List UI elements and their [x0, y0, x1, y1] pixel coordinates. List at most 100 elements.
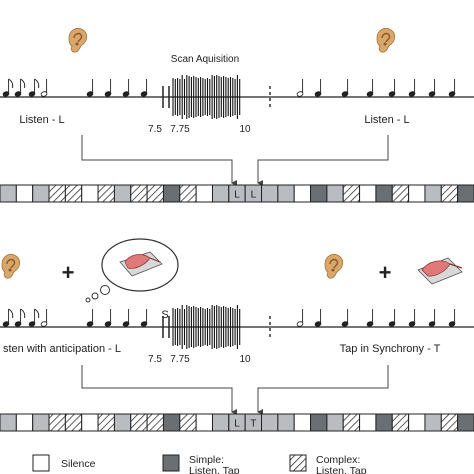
- labeled-sequence-block: [244, 413, 263, 432]
- music-note-icon: [104, 79, 112, 97]
- music-note-icon: [366, 79, 374, 97]
- ear-icon: [1, 253, 21, 279]
- music-note-icon: [448, 79, 456, 97]
- legend: Silence Simple: Listen, Tap Complex: Lis…: [32, 454, 367, 474]
- music-note-icon: [366, 309, 374, 327]
- music-note-icon: [86, 79, 94, 97]
- sequence-block: [48, 413, 66, 432]
- sequence-block: [326, 413, 344, 432]
- tick-label: 7.5: [148, 354, 162, 365]
- music-note-icon: [86, 309, 94, 327]
- plus-symbol: +: [379, 260, 392, 285]
- music-note-icon: [140, 79, 148, 97]
- music-note-icon: [2, 308, 14, 327]
- music-note-icon: [341, 79, 349, 97]
- connector-arrow: [257, 365, 389, 415]
- sequence-block: [342, 184, 361, 203]
- sequence-block: [81, 184, 99, 203]
- connector-arrow: [81, 365, 237, 415]
- music-note-icon: [14, 78, 26, 97]
- music-note-icon: [28, 78, 40, 97]
- sequence-block: [15, 184, 34, 203]
- sequence-block: [195, 184, 213, 203]
- music-note-icon: [314, 309, 322, 327]
- sequence-block-label: L: [251, 190, 257, 201]
- hand-tapping-icon: [119, 251, 163, 277]
- music-note-icon: [408, 79, 416, 97]
- sequence-block: [130, 184, 148, 203]
- sequence-block-label: L: [234, 190, 240, 201]
- sequence-block: [310, 184, 328, 203]
- hand-tapping-icon: [417, 257, 463, 285]
- music-note-icon: [2, 78, 14, 97]
- music-note-icon: [448, 309, 456, 327]
- sequence-block: [342, 413, 361, 432]
- sequence-block: [424, 413, 442, 432]
- tick-label: 10: [239, 354, 251, 365]
- rhythm-notes: [2, 78, 456, 97]
- tick-label: 7.5: [148, 124, 162, 135]
- connector-arrow: [257, 135, 389, 186]
- sequence-block: [0, 413, 17, 432]
- sequence-block: [211, 413, 230, 432]
- sequence-block-label: L: [234, 419, 240, 430]
- sequence-block: [113, 184, 132, 203]
- music-note-icon: [408, 309, 416, 327]
- legend-swatch-complex: [289, 454, 307, 472]
- legend-swatch-simple: [162, 454, 180, 472]
- sequence-block: [0, 184, 17, 203]
- sequence-block: [211, 184, 230, 203]
- sequence-block: [130, 413, 148, 432]
- sequence-block: [179, 184, 197, 203]
- sequence-block: [261, 184, 279, 203]
- music-note-icon: [122, 79, 130, 97]
- sequence-block: [293, 413, 312, 432]
- music-note-icon: [388, 309, 396, 327]
- sequence-block: [97, 413, 115, 432]
- right-condition-label: Tap in Synchrony - T: [340, 343, 441, 355]
- music-note-icon: [14, 308, 26, 327]
- music-note-icon: [40, 79, 48, 97]
- rhythm-notes: [2, 308, 456, 327]
- sequence-block: [359, 413, 377, 432]
- sequence-block-label: T: [250, 419, 256, 430]
- sequence-block: [391, 413, 410, 432]
- sequence-block: [32, 413, 50, 432]
- sequence-block: [15, 413, 34, 432]
- sequence-block: [440, 184, 459, 203]
- sequence-block: [375, 413, 393, 432]
- sequence-block: [277, 184, 295, 203]
- sequence-block: [97, 184, 115, 203]
- music-note-icon: [428, 309, 436, 327]
- music-note-icon: [296, 309, 304, 327]
- labeled-sequence-block: [244, 184, 263, 203]
- sequence-block: [408, 184, 426, 203]
- sequence-block: [326, 184, 344, 203]
- legend-label-complex-conditions: Listen, Tap: [316, 465, 367, 474]
- connector-arrow: [81, 135, 237, 186]
- music-note-icon: [296, 79, 304, 97]
- sequence-block: [64, 413, 83, 432]
- ear-icon: [68, 27, 88, 53]
- sequence-block: [457, 184, 474, 203]
- music-note-icon: [140, 309, 148, 327]
- scan-acquisition-block: [172, 305, 241, 349]
- left-condition-label: Listen - L: [19, 114, 64, 126]
- sequence-block: [424, 184, 442, 203]
- scan-acquisition-title: Scan Aquisition: [171, 54, 239, 65]
- sequence-block: [64, 184, 83, 203]
- sequence-block: [162, 413, 181, 432]
- legend-label-silence: Silence: [61, 458, 96, 470]
- sequence-block: [293, 184, 312, 203]
- sequence-block: [277, 413, 295, 432]
- legend-label-simple: Simple:: [189, 454, 224, 466]
- music-note-icon: [28, 308, 40, 327]
- plus-symbol: +: [62, 260, 75, 285]
- top-panel: Scan Aquisition Listen - L Listen - L 7.…: [0, 27, 474, 203]
- legend-swatch-silence: [32, 454, 50, 472]
- legend-label-complex: Complex:: [316, 454, 360, 466]
- right-condition-label: Listen - L: [364, 114, 409, 126]
- sequence-block: [179, 413, 197, 432]
- music-note-icon: [314, 79, 322, 97]
